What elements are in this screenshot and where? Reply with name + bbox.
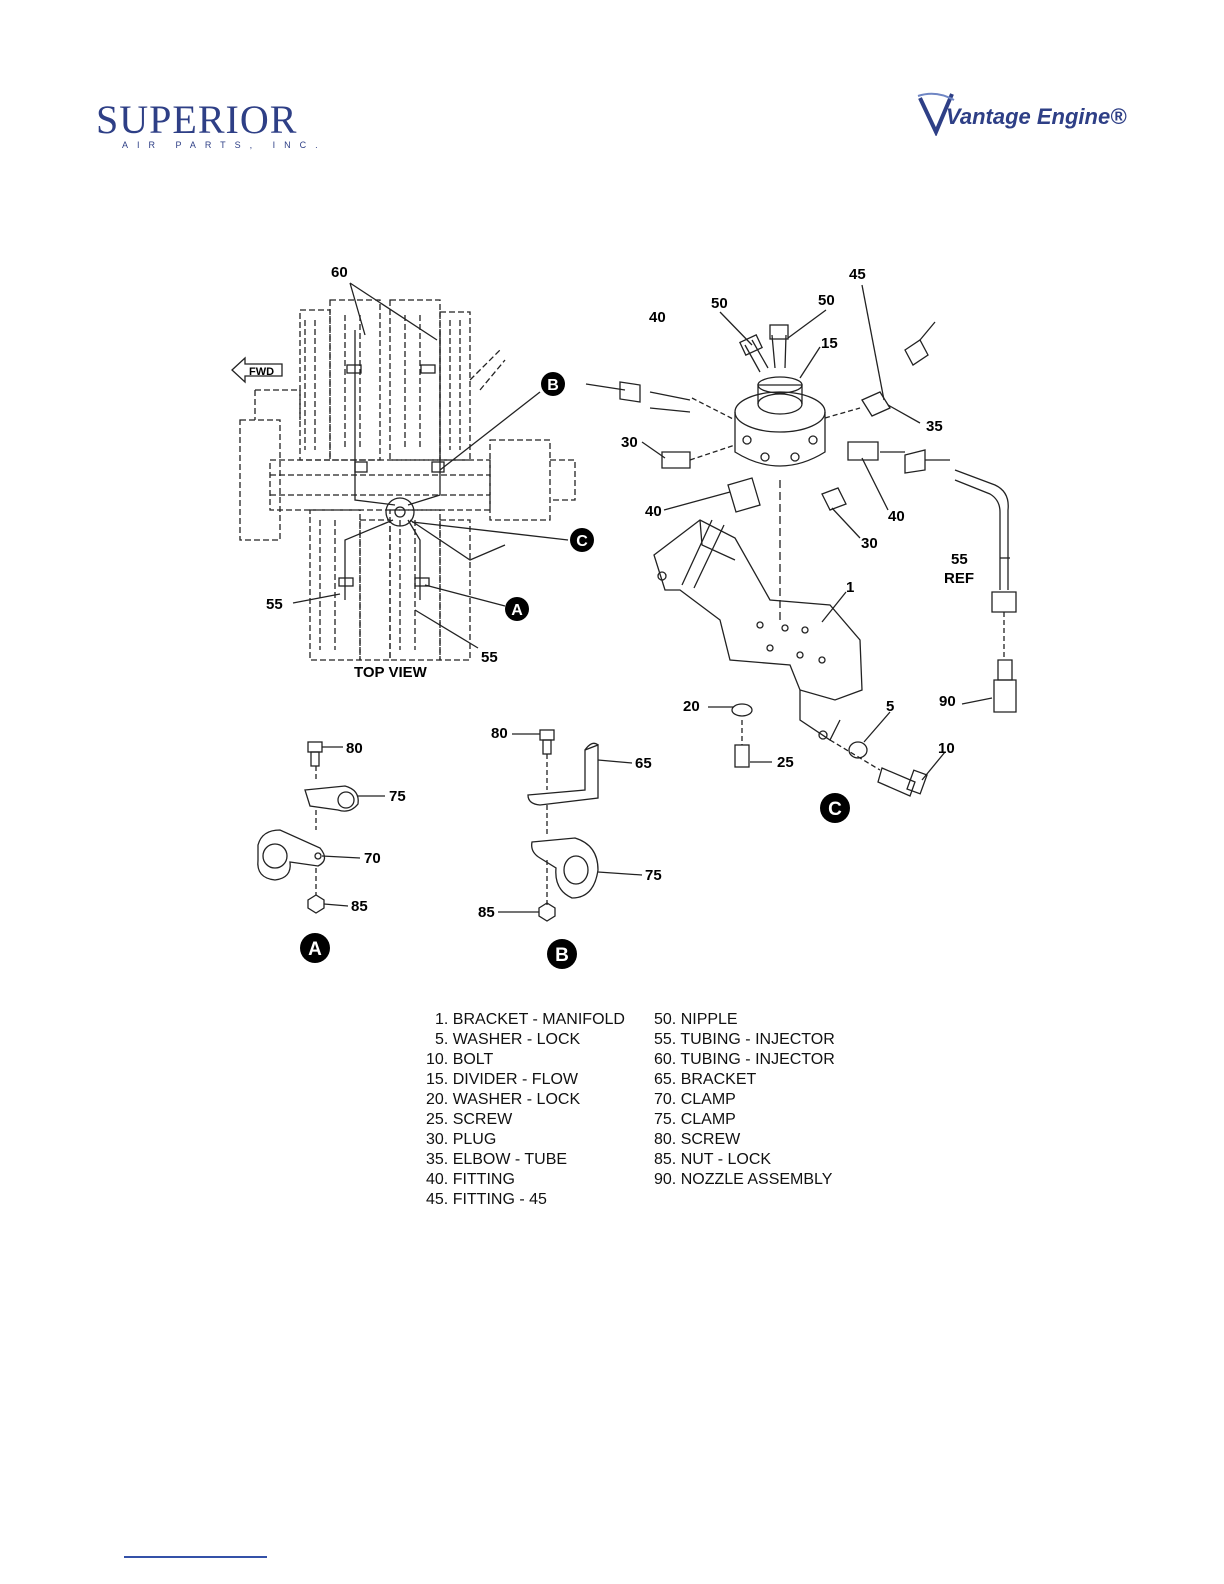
legend-item: 55. TUBING - INJECTOR: [654, 1031, 835, 1048]
callout-5: 5: [886, 698, 894, 715]
callout-75: 75: [645, 867, 662, 884]
legend-item: 10. BOLT: [426, 1051, 494, 1068]
detail-c-letter: C: [828, 799, 842, 820]
legend-item: 35. ELBOW - TUBE: [426, 1151, 568, 1168]
parts-legend-column-1: 1. BRACKET - MANIFOLD 5. WASHER - LOCK 10.…: [426, 1010, 646, 1210]
legend-item: 80. SCREW: [654, 1131, 741, 1148]
legend-item: 20. WASHER - LOCK: [426, 1091, 581, 1108]
detail-label-b: [547, 939, 577, 969]
vantage-engine-logo-text: Vantage Engine®: [946, 104, 1127, 129]
legend-item: 1. BRACKET - MANIFOLD: [435, 1011, 625, 1028]
callout-25: 25: [777, 754, 794, 771]
callout-40: 40: [888, 508, 905, 525]
flow-divider-top-view: [385, 497, 415, 527]
legend-item: 40. FITTING: [426, 1171, 515, 1188]
superior-logo: SUPERIOR AIR PARTS, INC.: [96, 100, 326, 160]
callout-ref-label: REF: [944, 570, 974, 587]
callout-65: 65: [635, 755, 652, 772]
callout-50: 50: [711, 295, 728, 312]
legend-item: 25. SCREW: [426, 1111, 513, 1128]
section-a-letter: A: [511, 602, 523, 619]
section-marker-c: [570, 528, 594, 552]
detail-a-letter: A: [308, 939, 322, 960]
callout-55-ref: 55: [951, 551, 968, 568]
legend-item: 5. WASHER - LOCK: [435, 1031, 581, 1048]
injector-tubing-top-view: [338, 330, 506, 600]
superior-logo-subtext: AIR PARTS, INC.: [122, 140, 327, 150]
callout-80: 80: [346, 740, 363, 757]
detail-b-clamp-bracket-assembly: [498, 729, 643, 922]
legend-item: 60. TUBING - INJECTOR: [654, 1051, 835, 1068]
section-marker-a: [505, 597, 529, 621]
callout-60: 60: [331, 264, 348, 281]
detail-a-clamp-assembly: [257, 741, 385, 914]
callout-45: 45: [849, 266, 866, 283]
callout-80: 80: [491, 725, 508, 742]
top-view-label: TOP VIEW: [354, 664, 428, 681]
callout-75: 75: [389, 788, 406, 805]
callout-30: 30: [621, 434, 638, 451]
callout-55: 55: [481, 649, 498, 666]
callout-70: 70: [364, 850, 381, 867]
legend-item: 85. NUT - LOCK: [654, 1151, 772, 1168]
callout-40: 40: [649, 309, 666, 326]
callout-55: 55: [266, 596, 283, 613]
callout-85: 85: [478, 904, 495, 921]
callout-30: 30: [861, 535, 878, 552]
exploded-view-c: [585, 321, 1017, 797]
callout-15: 15: [821, 335, 838, 352]
detail-label-c: [820, 793, 850, 823]
callout-1: 1: [846, 579, 854, 596]
legend-item: 65. BRACKET: [654, 1071, 757, 1088]
callout-10: 10: [938, 740, 955, 757]
footer-link-underline: [124, 1556, 267, 1558]
vantage-swoosh-icon: [917, 92, 955, 136]
fwd-label: FWD: [249, 366, 274, 378]
legend-item: 90. NOZZLE ASSEMBLY: [654, 1171, 833, 1188]
callout-50: 50: [818, 292, 835, 309]
section-b-letter: B: [547, 377, 559, 394]
detail-b-letter: B: [555, 945, 569, 966]
fwd-arrow-icon: [231, 356, 283, 384]
legend-item: 50. NIPPLE: [654, 1011, 738, 1028]
callout-85: 85: [351, 898, 368, 915]
detail-label-a: [300, 933, 330, 963]
superior-logo-text: SUPERIOR: [96, 97, 298, 142]
vantage-engine-logo: Vantage Engine®: [916, 92, 1146, 142]
section-c-letter: C: [576, 533, 588, 550]
legend-item: 70. CLAMP: [654, 1091, 736, 1108]
callout-20: 20: [683, 698, 700, 715]
legend-item: 75. CLAMP: [654, 1111, 736, 1128]
legend-item: 15. DIVIDER - FLOW: [426, 1071, 579, 1088]
callout-35: 35: [926, 418, 943, 435]
parts-legend-column-2: 50. NIPPLE 55. TUBING - INJECTOR 60. TUBIN…: [654, 1010, 874, 1190]
legend-item: 45. FITTING - 45: [426, 1191, 547, 1208]
section-marker-b: [541, 372, 565, 396]
legend-item: 30. PLUG: [426, 1131, 497, 1148]
fuel-injection-parts-diagram: B C A C A B TOP VIEW FWD 60 55 55 45 50 …: [231, 264, 1017, 969]
callout-90: 90: [939, 693, 956, 710]
callout-40: 40: [645, 503, 662, 520]
